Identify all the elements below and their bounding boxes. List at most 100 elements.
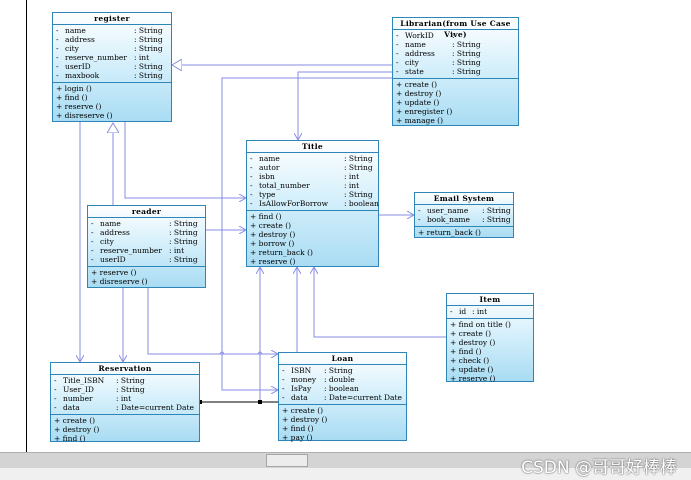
assoc-reservation-title (200, 267, 260, 403)
attribute-row: -ISBN: String (282, 366, 403, 375)
visibility-marker: - (450, 307, 453, 316)
attribute-type: : String (169, 228, 198, 237)
attribute-row: -city: String (91, 237, 202, 246)
operation-row: + create () (450, 329, 492, 338)
visibility-marker: - (282, 366, 285, 375)
class-loan[interactable]: Loan-ISBN: String-money: double-IsPay: b… (278, 352, 407, 442)
attribute-name: id (459, 307, 467, 316)
class-email-system[interactable]: Email System-user_name: String-book_name… (414, 192, 514, 238)
operation-row: + find () (54, 434, 86, 443)
attribute-name: name (65, 26, 86, 35)
visibility-marker: - (250, 172, 253, 181)
attribute-name: data (63, 403, 80, 412)
attribute-row: -address: String (56, 35, 168, 44)
attribute-name: name (405, 40, 426, 49)
operation-row: + destroy () (250, 230, 296, 239)
attribute-name: state (405, 67, 424, 76)
class-librarian[interactable]: Librarian(from Use Case Vive)-WorkID:-na… (392, 17, 519, 126)
line-hop-1 (219, 351, 225, 355)
class-reservation[interactable]: Reservation-Title_ISBN: String-User_ID: … (50, 362, 200, 443)
attribute-row: -type: String (250, 190, 375, 199)
operations-item: + find on title ()+ create ()+ destroy (… (447, 318, 533, 385)
visibility-marker: - (282, 384, 285, 393)
visibility-marker: - (418, 215, 421, 224)
attribute-type: : String (344, 154, 373, 163)
attribute-type: : int (169, 246, 185, 255)
horizontal-scrollbar[interactable] (0, 452, 691, 469)
operation-row: + disreserve () (91, 277, 148, 286)
attribute-row: -isbn: int (250, 172, 375, 181)
attribute-name: number (63, 394, 93, 403)
attribute-name: user_name (427, 206, 469, 215)
assoc-reader-loan (147, 288, 278, 354)
class-item[interactable]: Item-id: int+ find on title ()+ create (… (446, 293, 534, 385)
attribute-row: -name: String (56, 26, 168, 35)
attribute-name: address (65, 35, 95, 44)
attribute-type: : (452, 31, 455, 40)
attribute-name: city (65, 44, 79, 53)
attribute-row: -data: Date=current Date (282, 393, 403, 402)
class-title[interactable]: Title-name: String-autor: String-isbn: i… (246, 140, 379, 267)
visibility-marker: - (56, 26, 59, 35)
assoc-register-title (124, 122, 246, 198)
connector-layer (0, 0, 446, 404)
operation-row: + reserve () (56, 102, 102, 111)
attribute-name: reserve_number (100, 246, 162, 255)
class-register[interactable]: register-name: String-address: String-ci… (52, 12, 172, 122)
attribute-type: : String (169, 255, 198, 264)
attribute-row: -name: String (91, 219, 202, 228)
visibility-marker: - (396, 40, 399, 49)
attribute-name: Title_ISBN (63, 376, 105, 385)
operation-row: + update () (396, 98, 440, 107)
visibility-marker: - (250, 181, 253, 190)
attribute-type: : boolean (344, 199, 379, 208)
attribute-type: : String (452, 40, 481, 49)
assoc-librarian-loan (221, 77, 392, 390)
operation-row: + manage () (396, 116, 444, 125)
attribute-row: -IsPay: boolean (282, 384, 403, 393)
attribute-name: maxbook (65, 71, 100, 80)
attribute-name: total_number (259, 181, 310, 190)
attribute-row: -User_ID: String (54, 385, 196, 394)
watermark-text: CSDN @哥哥好棒棒 (521, 458, 677, 478)
attribute-name: ISBN (291, 366, 312, 375)
attribute-row: -book_name: String (418, 215, 511, 224)
operation-row: + return_back () (250, 248, 313, 257)
attribute-row: -number: int (54, 394, 196, 403)
visibility-marker: - (91, 228, 94, 237)
attribute-type: : Date=current Date (116, 403, 194, 412)
visibility-marker: - (56, 35, 59, 44)
operation-row: + find () (282, 424, 314, 433)
operation-row: + create () (250, 221, 292, 230)
visibility-marker: - (396, 67, 399, 76)
attribute-row: -Title_ISBN: String (54, 376, 196, 385)
class-title-item: Item (447, 294, 533, 306)
attribute-name: city (100, 237, 114, 246)
attribute-type: : String (134, 71, 163, 80)
attributes-librarian: -WorkID:-name: String-address: String-ci… (393, 30, 518, 78)
class-title-title: Title (247, 141, 378, 153)
visibility-marker: - (250, 190, 253, 199)
visibility-marker: - (56, 71, 59, 80)
visibility-marker: - (54, 385, 57, 394)
attribute-type: : double (324, 375, 355, 384)
attribute-row: -WorkID: (396, 31, 515, 40)
class-reader[interactable]: reader-name: String-address: String-city… (87, 205, 206, 288)
attribute-row: -userID: String (56, 62, 168, 71)
attribute-row: -city: String (56, 44, 168, 53)
attribute-row: -reserve_number: int (56, 53, 168, 62)
class-title-reader: reader (88, 206, 205, 218)
attributes-reader: -name: String-address: String-city: Stri… (88, 218, 205, 266)
attribute-type: : String (134, 44, 163, 53)
scrollbar-thumb[interactable] (266, 454, 308, 467)
visibility-marker: - (91, 246, 94, 255)
attribute-name: IsPay (291, 384, 312, 393)
attributes-reservation: -Title_ISBN: String-User_ID: String-numb… (51, 375, 199, 414)
operation-row: + create () (54, 416, 96, 425)
attribute-row: -address: String (396, 49, 515, 58)
visibility-marker: - (396, 58, 399, 67)
operation-row: + pay () (282, 433, 313, 442)
attribute-type: : String (452, 58, 481, 67)
attribute-type: : int (344, 181, 360, 190)
